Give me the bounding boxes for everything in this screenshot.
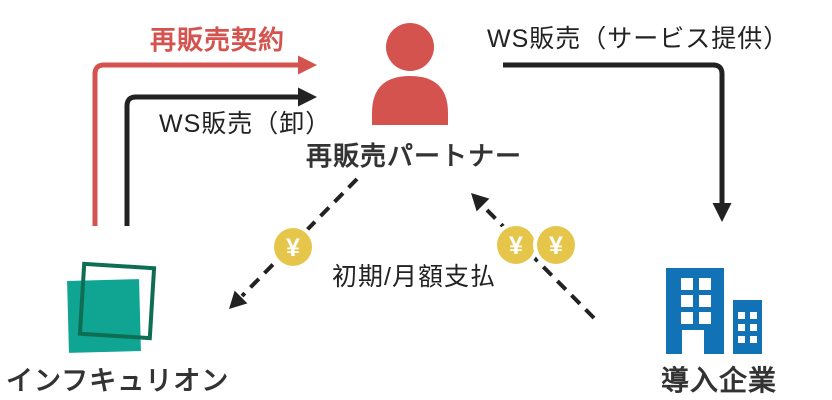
yen-coin-icon: ¥	[493, 222, 539, 268]
ws-service-arrow	[503, 62, 732, 222]
yen-coin-icon: ¥	[533, 222, 579, 268]
coin-yen-glyph: ¥	[286, 234, 300, 262]
building-door	[682, 330, 704, 354]
ws-service-arrowhead	[712, 203, 732, 222]
ws-wholesale-label: WS販売（卸）	[159, 110, 332, 138]
ws-service-label: WS販売（サービス提供）	[487, 25, 790, 53]
logo-solid-square	[67, 279, 141, 353]
coin-face	[537, 226, 575, 264]
client-label: 導入企業	[661, 365, 778, 396]
building-large-windows	[681, 278, 711, 354]
payment-arrowhead-left	[229, 290, 248, 309]
person-icon	[372, 23, 448, 125]
partner-label: 再販売パートナー	[306, 141, 523, 171]
coin-face	[497, 226, 535, 264]
building-icon	[666, 268, 762, 354]
resale-contract-arrow	[92, 55, 317, 226]
person-body	[372, 76, 448, 125]
payment-arrow-to-partner	[471, 193, 596, 320]
ws-wholesale-arrow	[124, 87, 317, 226]
person-head	[386, 23, 434, 71]
resale-contract-arrow-line	[92, 62, 298, 226]
payment-arrowhead-right	[471, 193, 490, 212]
payment-label: 初期/月額支払	[332, 263, 496, 291]
ws-wholesale-arrowhead	[298, 87, 317, 107]
resale-contract-arrowhead	[298, 55, 317, 75]
coin-yen-glyph: ¥	[549, 232, 563, 260]
coin-face	[274, 228, 312, 266]
building-small-windows	[738, 312, 757, 343]
resale-contract-label: 再販売契約	[150, 25, 286, 55]
infcurion-logo-icon	[67, 261, 157, 353]
logo-outline-square	[77, 261, 157, 341]
payment-dashed-line-right	[481, 204, 596, 320]
ws-wholesale-arrow-line	[124, 94, 298, 226]
building-small	[733, 300, 762, 354]
yen-coin-icon: ¥	[270, 224, 316, 270]
coin-yen-glyph: ¥	[509, 232, 523, 260]
ws-service-arrow-line	[503, 62, 725, 204]
infcurion-label: インフキュリオン	[6, 366, 230, 396]
